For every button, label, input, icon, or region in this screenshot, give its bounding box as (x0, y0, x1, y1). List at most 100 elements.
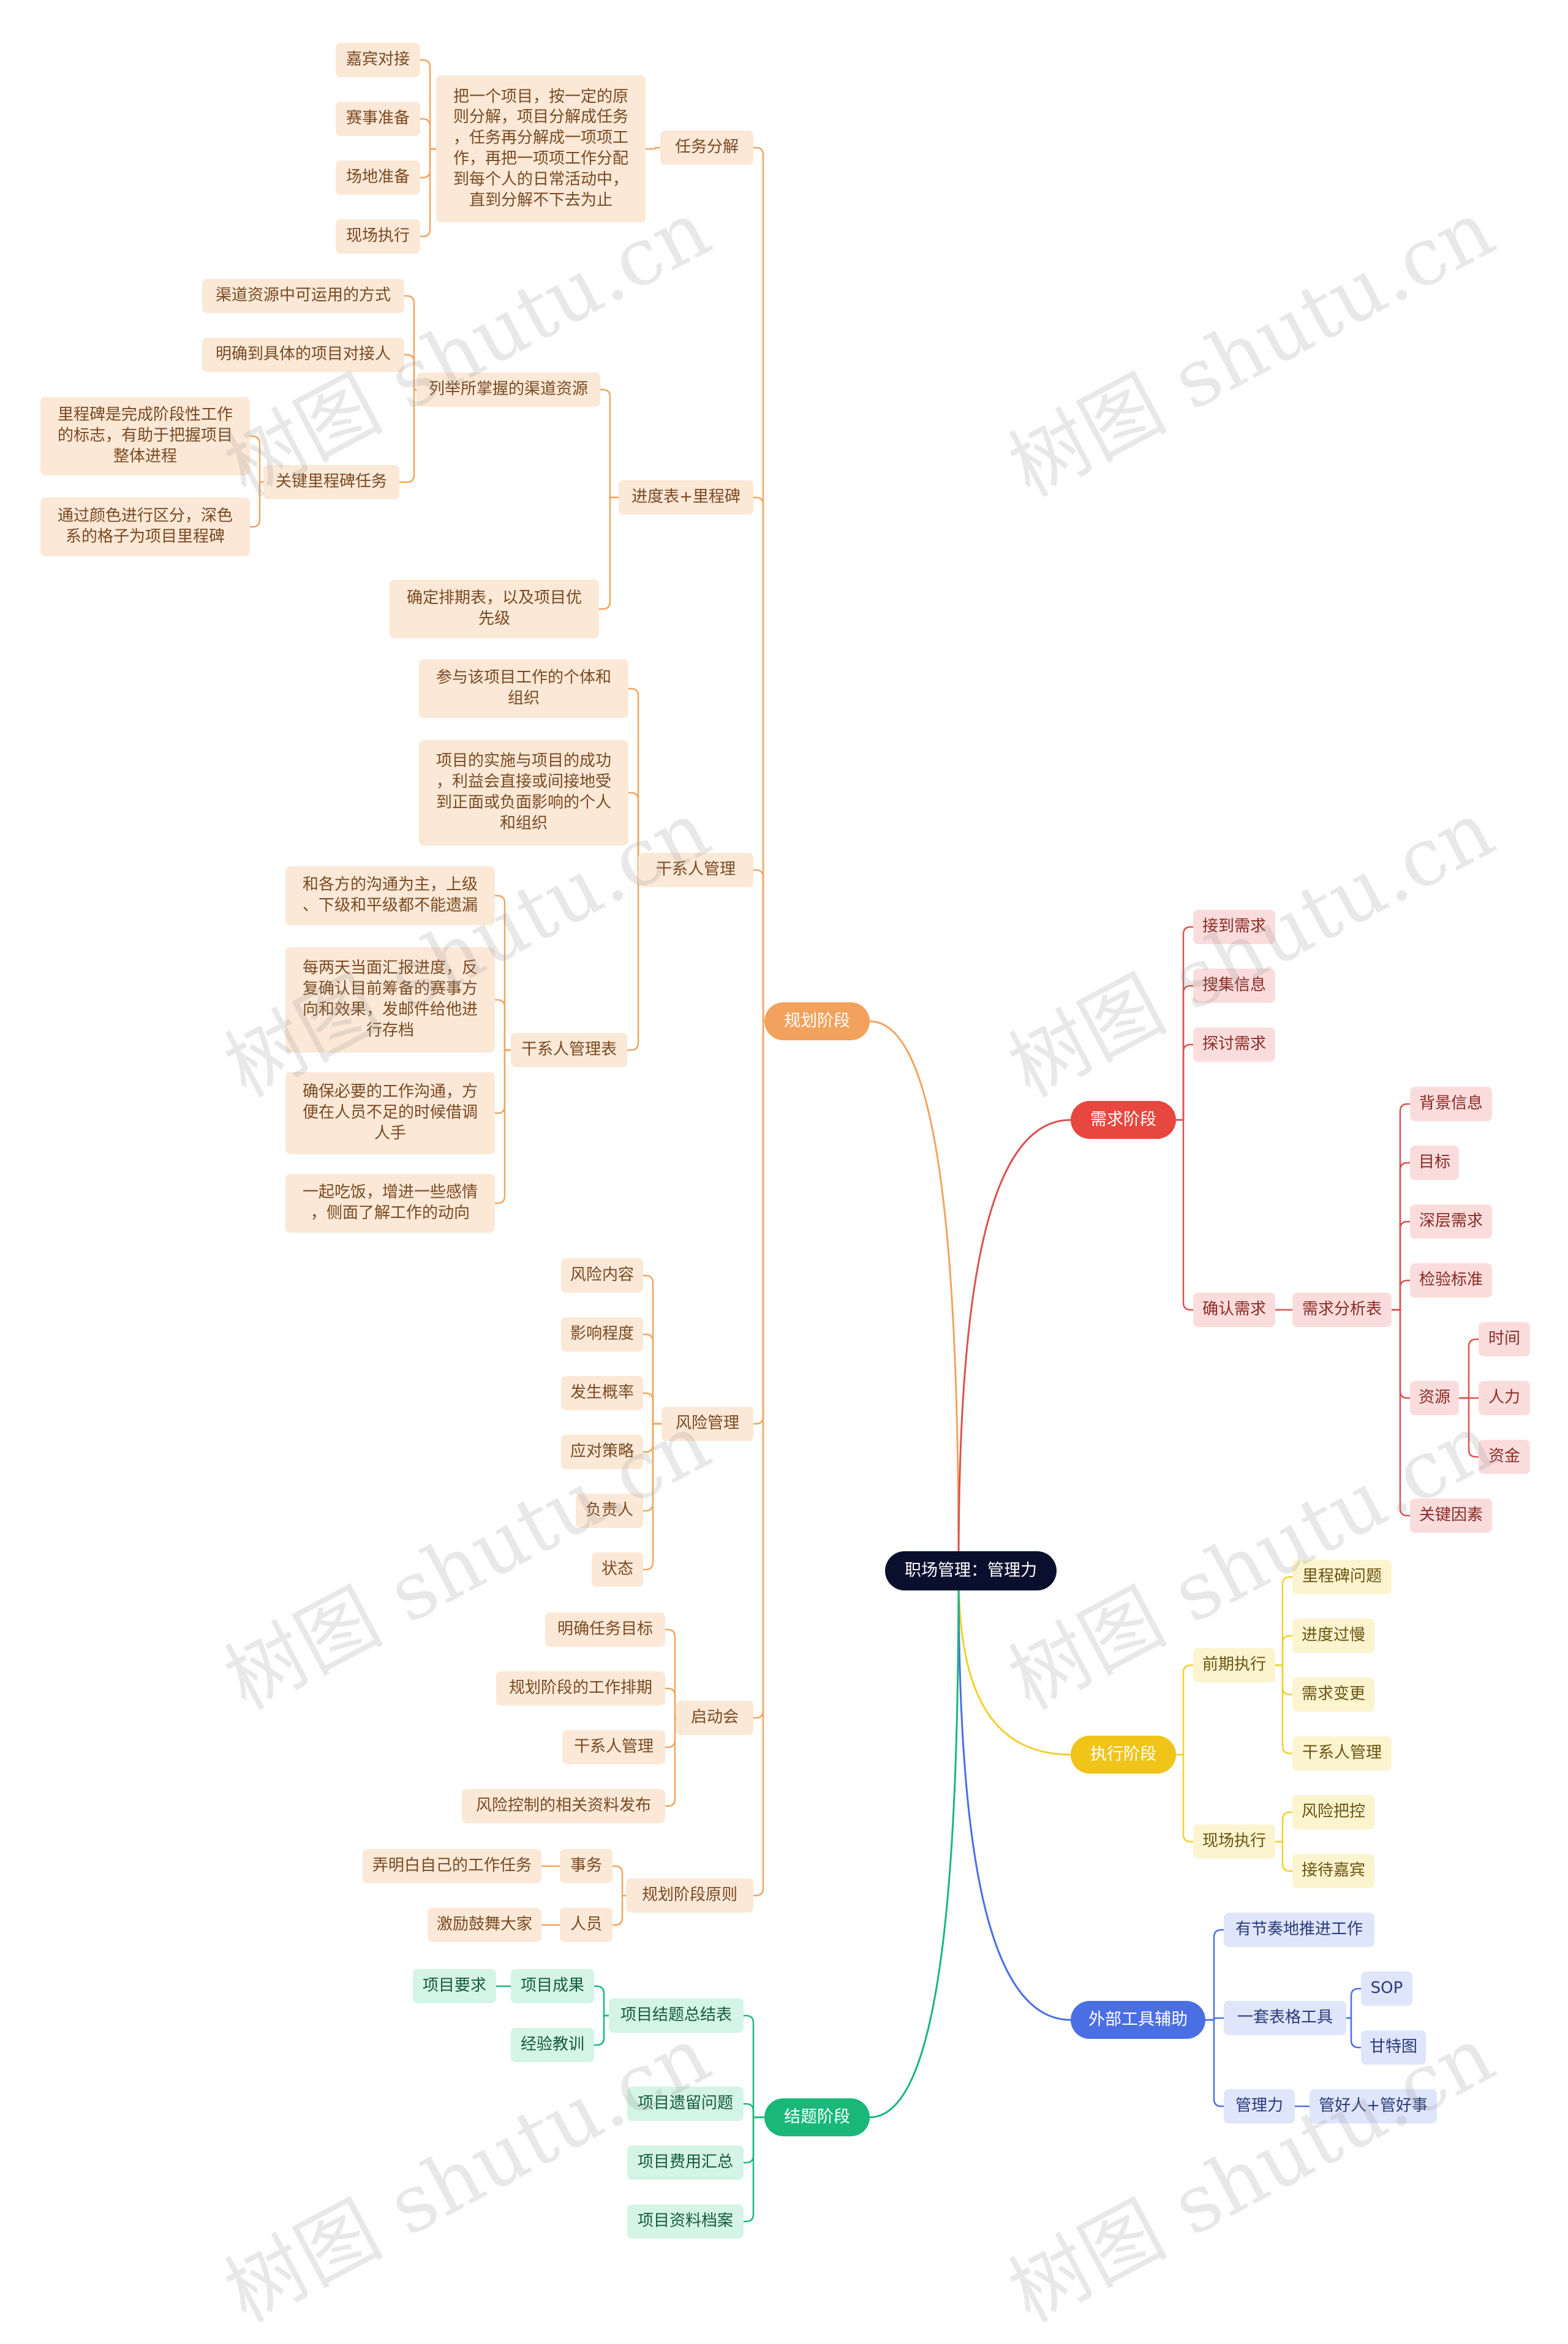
topic-node-branches-2-children-1-children-1[interactable]: 接待嘉宾 (1292, 1854, 1374, 1888)
connector-branches-0-children-4-1 (664, 1687, 677, 1719)
topic-node-branches-1-children-3-children-0-children-0[interactable]: 背景信息 (1410, 1087, 1492, 1121)
connector-branches-2-children-1-0 (1274, 1811, 1294, 1843)
connector-branches-0-0 (752, 146, 766, 1023)
topic-node-branches-0-children-2-children-2-children-2[interactable]: 确保必要的工作沟通，方 便在人员不足的时候借调 人手 (285, 1072, 495, 1154)
topic-node-branches-0-children-1-children-0-children-0[interactable]: 渠道资源中可运用的方式 (202, 279, 404, 313)
connector-branches-0-children-0-children-0-3 (419, 148, 437, 238)
connector-branches-0-children-4-3 (664, 1717, 677, 1807)
topic-node-branches-0-children-0-children-0-children-3[interactable]: 现场执行 (336, 219, 420, 254)
topic-node-branches-0-children-4-children-1[interactable]: 规划阶段的工作排期 (496, 1671, 665, 1706)
topic-node-branches-0-children-2-children-1[interactable]: 项目的实施与项目的成功 ，利益会直接或间接地受 到正面或负面影响的个人 和组织 (419, 740, 628, 845)
topic-node-branches-4-children-0[interactable]: 项目结题总结表 (609, 1998, 744, 2033)
topic-node-branches-0-children-2-children-0[interactable]: 参与该项目工作的个体和 组织 (419, 659, 628, 718)
topic-node-branches-0-children-3-children-2[interactable]: 发生概率 (561, 1376, 643, 1410)
topic-node-branches-0-children-1-children-0-children-2[interactable]: 关键里程碑任务 (263, 465, 399, 499)
topic-node-branches-1-children-3-children-0[interactable]: 需求分析表 (1292, 1293, 1392, 1327)
topic-node-branches-1-children-1[interactable]: 搜集信息 (1193, 969, 1275, 1003)
topic-node-branches-0-children-5-children-1[interactable]: 人员 (560, 1908, 612, 1942)
topic-node-branches-0-children-3-children-1[interactable]: 影响程度 (561, 1317, 643, 1352)
topic-node-branches-0-children-5-children-0[interactable]: 事务 (560, 1849, 612, 1883)
connector-root-branch-1 (957, 1119, 1071, 1571)
topic-node-branches-0-children-4-children-2[interactable]: 干系人管理 (562, 1730, 665, 1764)
topic-node-branches-1-children-3-children-0-children-5[interactable]: 关键因素 (1410, 1499, 1492, 1533)
topic-node-branches-0-children-3-children-0[interactable]: 风险内容 (561, 1258, 643, 1293)
topic-node-branches-1-children-3-children-0-children-3[interactable]: 检验标准 (1410, 1263, 1492, 1298)
connector-branches-1-2 (1175, 1043, 1194, 1121)
topic-node-branches-0-children-3-children-4[interactable]: 负责人 (576, 1494, 643, 1528)
topic-node-branches-1-children-3-children-0-children-4-children-2[interactable]: 资金 (1479, 1440, 1530, 1474)
topic-node-branches-0-children-1[interactable]: 进度表+里程碑 (619, 480, 753, 515)
topic-node-branches-0-children-0[interactable]: 任务分解 (660, 130, 753, 165)
topic-node-branches-3-children-2[interactable]: 管理力 (1224, 2089, 1295, 2123)
topic-node-branches-3-children-1-children-0[interactable]: SOP (1361, 1972, 1412, 2006)
topic-node-branches-0-children-5-children-0-children-0[interactable]: 弄明白自己的工作任务 (363, 1849, 541, 1883)
topic-node-branches-0-children-1-children-0[interactable]: 列举所掌握的渠道资源 (417, 372, 600, 407)
topic-node-branches-0-children-2-children-2-children-0[interactable]: 和各方的沟通为主，上级 、下级和平级都不能遗漏 (285, 866, 495, 925)
topic-node-branches-3-children-1[interactable]: 一套表格工具 (1224, 2001, 1346, 2035)
branch-node-branches-4[interactable]: 结题阶段 (764, 2098, 870, 2136)
connector-branches-0-children-2-children-2-0 (494, 894, 512, 1051)
topic-node-branches-3-children-1-children-1[interactable]: 甘特图 (1361, 2030, 1426, 2065)
connector-branches-0-children-3-0 (642, 1274, 663, 1425)
topic-node-branches-0-children-3-children-5[interactable]: 状态 (592, 1552, 643, 1587)
branch-node-branches-2[interactable]: 执行阶段 (1071, 1736, 1176, 1774)
topic-node-branches-0-children-5-children-1-children-0[interactable]: 激励鼓舞大家 (428, 1908, 541, 1942)
topic-node-branches-1-children-0[interactable]: 接到需求 (1193, 910, 1275, 944)
topic-node-branches-0-children-2-children-2-children-1[interactable]: 每两天当面汇报进度，反 复确认目前筹备的赛事方 向和效果，发邮件给他进 行存档 (285, 947, 495, 1053)
connector-branches-1-children-3-children-0-5 (1390, 1309, 1411, 1517)
connector-branches-0-children-1-children-0-0 (403, 295, 418, 391)
topic-node-branches-0-children-1-children-0-children-2-children-1[interactable]: 通过颜色进行区分，深色 系的格子为项目里程碑 (40, 497, 250, 556)
connector-branches-0-2 (752, 869, 766, 1023)
topic-node-branches-2-children-0-children-0[interactable]: 里程碑问题 (1292, 1560, 1392, 1594)
topic-node-branches-2-children-0-children-1[interactable]: 进度过慢 (1292, 1619, 1374, 1653)
topic-node-branches-4-children-3[interactable]: 项目资料档案 (627, 2204, 744, 2239)
topic-node-branches-1-children-2[interactable]: 探讨需求 (1193, 1027, 1275, 1062)
topic-node-branches-0-children-0-children-0[interactable]: 把一个项目，按一定的原 则分解，项目分解成任务 ，任务再分解成一项项工 作，再把… (436, 75, 646, 222)
topic-node-branches-2-children-0-children-3[interactable]: 干系人管理 (1292, 1736, 1392, 1771)
topic-node-branches-0-children-3[interactable]: 风险管理 (662, 1407, 753, 1441)
topic-node-branches-1-children-3-children-0-children-4-children-0[interactable]: 时间 (1479, 1322, 1530, 1356)
topic-node-branches-3-children-0[interactable]: 有节奏地推进工作 (1224, 1913, 1374, 1947)
topic-node-branches-1-children-3-children-0-children-2[interactable]: 深层需求 (1410, 1204, 1492, 1239)
topic-node-branches-0-children-2-children-2-children-3[interactable]: 一起吃饭，增进一些感情 ，侧面了解工作的动向 (285, 1174, 495, 1233)
topic-node-branches-4-children-1[interactable]: 项目遗留问题 (627, 2087, 744, 2121)
topic-node-branches-4-children-0-children-0-children-0[interactable]: 项目要求 (413, 1969, 496, 2003)
topic-node-branches-1-children-3-children-0-children-4-children-1[interactable]: 人力 (1479, 1381, 1530, 1415)
connector-branches-1-children-3-children-0-2 (1390, 1220, 1411, 1311)
topic-node-branches-1-children-3[interactable]: 确认需求 (1193, 1293, 1275, 1327)
root-node[interactable]: 职场管理：管理力 (885, 1551, 1057, 1590)
topic-node-branches-0-children-3-children-3[interactable]: 应对策略 (561, 1435, 643, 1469)
topic-node-branches-0-children-5[interactable]: 规划阶段原则 (626, 1878, 753, 1913)
branch-node-branches-3[interactable]: 外部工具辅助 (1071, 2001, 1205, 2039)
branch-node-branches-1[interactable]: 需求阶段 (1071, 1101, 1176, 1139)
connector-branches-0-children-2-children-2-3 (494, 1049, 512, 1204)
topic-node-branches-0-children-4-children-3[interactable]: 风险控制的相关资料发布 (462, 1789, 665, 1823)
topic-node-branches-1-children-3-children-0-children-4[interactable]: 资源 (1410, 1381, 1459, 1415)
topic-node-branches-0-children-4[interactable]: 启动会 (676, 1701, 753, 1735)
connector-branches-0-children-1-children-0-2 (398, 388, 418, 483)
topic-node-branches-2-children-0-children-2[interactable]: 需求变更 (1292, 1677, 1374, 1712)
mindmap-canvas: 职场管理：管理力 规划阶段 任务分解把一个项目，按一定的原 则分解，项目分解成任务… (40, 43, 1530, 2340)
topic-node-branches-2-children-0[interactable]: 前期执行 (1193, 1648, 1275, 1682)
connector-root-branch-0 (869, 1020, 960, 1571)
topic-node-branches-0-children-2[interactable]: 干系人管理 (638, 853, 753, 887)
branch-node-branches-0[interactable]: 规划阶段 (764, 1002, 870, 1040)
topic-node-branches-2-children-1-children-0[interactable]: 风险把控 (1292, 1795, 1374, 1829)
topic-node-branches-3-children-2-children-0[interactable]: 管好人+管好事 (1310, 2089, 1437, 2123)
topic-node-branches-4-children-0-children-1[interactable]: 经验教训 (511, 2028, 594, 2062)
topic-node-branches-0-children-0-children-0-children-0[interactable]: 嘉宾对接 (336, 43, 420, 77)
topic-node-branches-2-children-1[interactable]: 现场执行 (1193, 1824, 1275, 1859)
topic-node-branches-0-children-1-children-1[interactable]: 确定排期表，以及项目优 先级 (390, 580, 599, 638)
topic-node-branches-1-children-3-children-0-children-1[interactable]: 目标 (1410, 1146, 1459, 1180)
connector-branches-2-children-0-3 (1274, 1664, 1294, 1755)
topic-node-branches-0-children-1-children-0-children-1[interactable]: 明确到具体的项目对接人 (202, 338, 404, 372)
topic-node-branches-4-children-2[interactable]: 项目费用汇总 (627, 2146, 744, 2180)
connector-branches-2-1 (1175, 1753, 1194, 1843)
topic-node-branches-0-children-4-children-0[interactable]: 明确任务目标 (545, 1612, 665, 1647)
topic-node-branches-0-children-1-children-0-children-2-children-0[interactable]: 里程碑是完成阶段性工作 的标志，有助于把握项目 整体进程 (40, 397, 250, 475)
topic-node-branches-0-children-2-children-2[interactable]: 干系人管理表 (511, 1033, 627, 1067)
topic-node-branches-0-children-0-children-0-children-1[interactable]: 赛事准备 (336, 102, 420, 136)
topic-node-branches-0-children-0-children-0-children-2[interactable]: 场地准备 (336, 161, 420, 195)
topic-node-branches-4-children-0-children-0[interactable]: 项目成果 (511, 1969, 594, 2003)
connector-root-branch-3 (957, 1570, 1071, 2021)
